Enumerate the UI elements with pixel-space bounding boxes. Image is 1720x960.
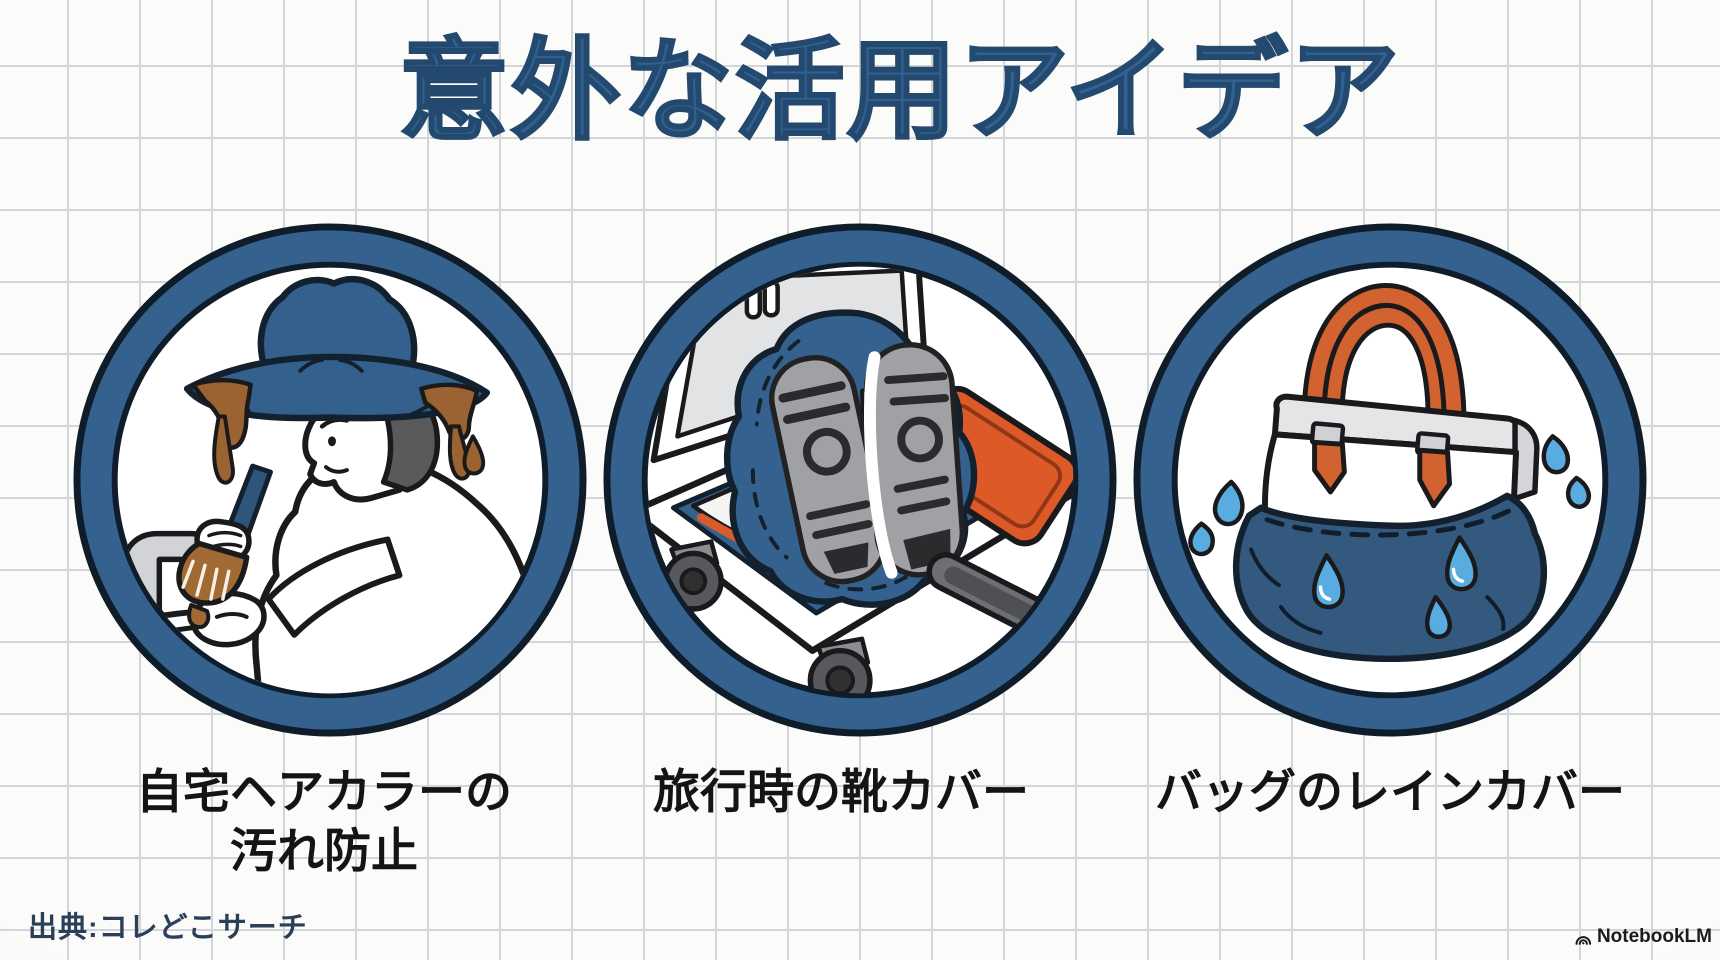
splash-drop bbox=[1541, 434, 1571, 475]
page-title: 意外な活用アイデア bbox=[398, 30, 1402, 153]
mouth bbox=[324, 465, 349, 474]
rain-cover-illustration bbox=[1133, 223, 1647, 737]
rain-cover bbox=[1232, 492, 1548, 663]
handle-keeper bbox=[1312, 439, 1347, 495]
woman-arm bbox=[265, 536, 403, 638]
notebooklm-wave-icon bbox=[1575, 935, 1592, 945]
falling-drop bbox=[462, 434, 486, 476]
caption-line: 汚れ防止 bbox=[230, 824, 418, 878]
brand-name: NotebookLM bbox=[1596, 926, 1712, 947]
caption-line: 旅行時の靴カバー bbox=[653, 765, 1029, 818]
caption-line: バッグのレインカバー bbox=[1155, 765, 1625, 818]
dye-drip bbox=[187, 603, 211, 630]
shoe-sole-left bbox=[768, 354, 889, 585]
shoe-sole-right bbox=[864, 342, 966, 579]
water-drop bbox=[1425, 594, 1453, 639]
caption-line: 自宅ヘアカラーの bbox=[136, 765, 512, 818]
suitcase-wheel bbox=[807, 636, 873, 694]
splash-drop bbox=[1188, 521, 1215, 557]
splash-drop bbox=[1212, 479, 1245, 527]
dye-drip-right bbox=[419, 382, 480, 442]
splash-drop bbox=[1565, 475, 1592, 509]
source-credit: 出典:コレどこサーチ bbox=[28, 912, 308, 944]
handle-keeper bbox=[1417, 447, 1453, 509]
eye bbox=[328, 436, 336, 447]
shoe-cover-illustration bbox=[603, 223, 1117, 737]
caption-shoe-cover: 旅行時の靴カバー bbox=[561, 762, 1121, 821]
dye-brush-bristles bbox=[176, 540, 250, 606]
hair-color-illustration bbox=[73, 223, 587, 737]
notebooklm-brand: NotebookLM bbox=[1573, 926, 1716, 948]
hat-brim bbox=[183, 353, 491, 422]
caption-hair-color: 自宅ヘアカラーの 汚れ防止 bbox=[44, 762, 604, 880]
caption-rain-cover: バッグのレインカバー bbox=[1110, 762, 1670, 821]
